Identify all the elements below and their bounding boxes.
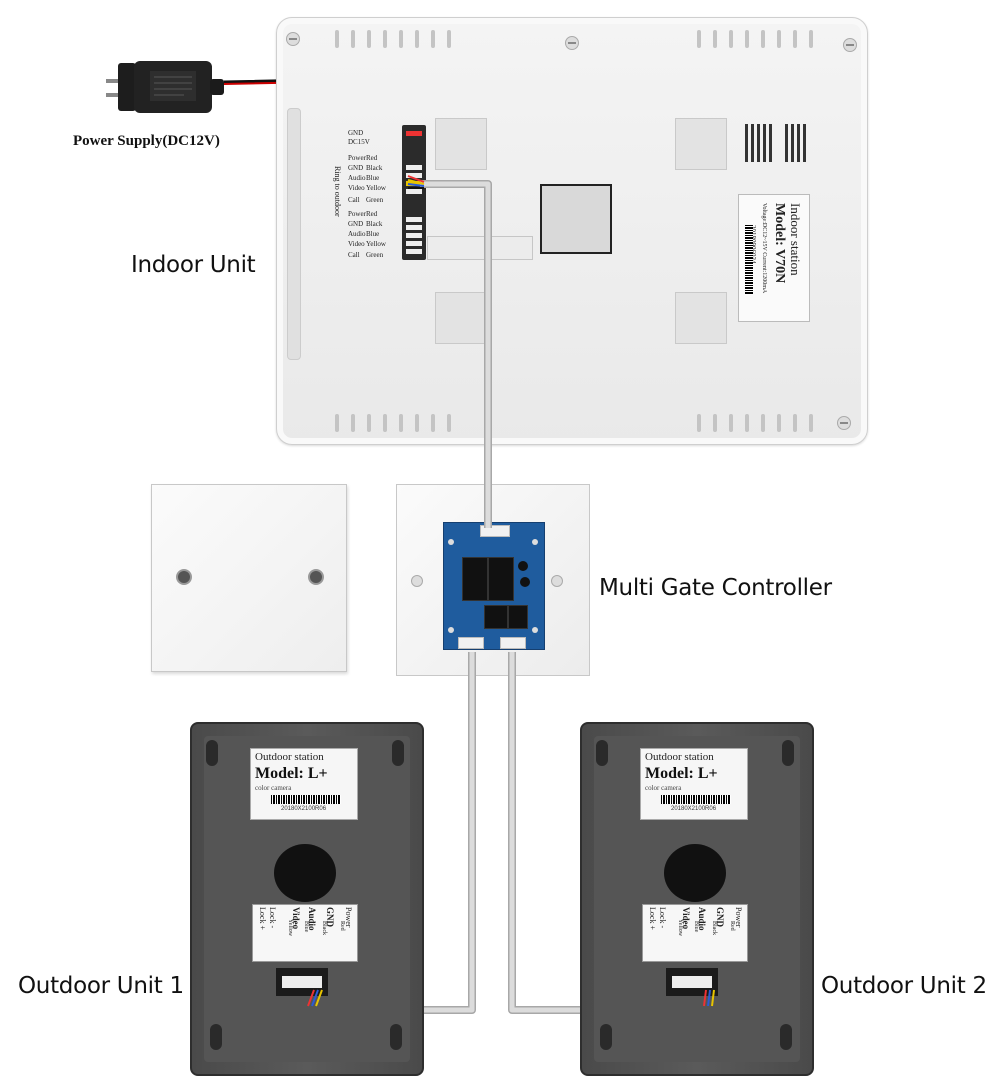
- screw-icon: [843, 38, 857, 52]
- terminal-color: Red: [366, 154, 378, 162]
- terminal-label: GND: [348, 164, 364, 172]
- outdoor-unit-1-label: Outdoor Unit 1: [18, 973, 184, 999]
- terminal-color: Black: [366, 220, 383, 228]
- outdoor-unit-2-label: Outdoor Unit 2: [821, 973, 987, 999]
- terminal-color: Black: [366, 164, 383, 172]
- terminal-label: Audio: [348, 174, 366, 182]
- outdoor-model: Model: L+: [255, 765, 328, 782]
- terminal-color: Green: [366, 196, 384, 204]
- terminal-color: Red: [366, 210, 378, 218]
- outdoor-connector: [276, 968, 328, 996]
- screw-icon: [565, 36, 579, 50]
- screw-icon: [286, 32, 300, 46]
- outdoor-model-sticker: Outdoor station Model: L+ color camera 2…: [640, 748, 748, 820]
- terminal-label: Audio: [348, 230, 366, 238]
- terminal-label: Video: [348, 240, 365, 248]
- outdoor-station-title: Outdoor station: [255, 751, 324, 763]
- terminal-label: GND: [348, 220, 364, 228]
- terminal-label: Power: [348, 210, 366, 218]
- terminal-label: DC15V: [348, 138, 370, 146]
- outdoor-model-sub: color camera: [645, 784, 682, 792]
- camera-recess: [664, 844, 726, 902]
- indoor-terminal-panel: GND DC15V Ring to outdoor Power Red GND …: [330, 126, 402, 262]
- outdoor-model-sub: color camera: [255, 784, 292, 792]
- outdoor-model-sticker: Outdoor station Model: L+ color camera 2…: [250, 748, 358, 820]
- outdoor-unit-2: Outdoor station Model: L+ color camera 2…: [580, 722, 814, 1076]
- outdoor-model: Model: L+: [645, 765, 718, 782]
- terminal-color: Yellow: [366, 184, 386, 192]
- screw-icon: [837, 416, 851, 430]
- indoor-unit-label: Indoor Unit: [131, 252, 256, 278]
- terminal-label: Video: [348, 184, 365, 192]
- mounting-recess: [540, 184, 612, 254]
- camera-recess: [274, 844, 336, 902]
- outdoor-unit-1: Outdoor station Model: L+ color camera 2…: [190, 722, 424, 1076]
- power-supply-label: Power Supply(DC12V): [73, 133, 220, 149]
- terminal-color: Blue: [366, 174, 380, 182]
- outdoor-serial: 20180X2100R06: [671, 806, 717, 812]
- terminal-label: Call: [348, 196, 360, 204]
- terminal-color: Yellow: [366, 240, 386, 248]
- cover-plate: [151, 484, 347, 672]
- outdoor-serial: 20180X2100R06: [281, 806, 327, 812]
- terminal-color: Green: [366, 251, 384, 259]
- power-adapter: [104, 55, 226, 117]
- terminal-color: Blue: [366, 230, 380, 238]
- outdoor-station-title: Outdoor station: [645, 751, 714, 763]
- multi-gate-controller-label: Multi Gate Controller: [599, 575, 832, 601]
- indoor-terminal-block: [402, 125, 426, 260]
- screw-icon: [308, 569, 324, 585]
- screw-icon: [176, 569, 192, 585]
- terminal-label: Power: [348, 154, 366, 162]
- controller-pcb: [443, 522, 545, 650]
- outdoor-terminal-labels: Lock + Lock - Yellow Video Blue Audio Bl…: [252, 904, 358, 962]
- outdoor-terminal-labels: Lock + Lock - Yellow Video Blue Audio Bl…: [642, 904, 748, 962]
- terminal-label: GND: [348, 129, 364, 137]
- indoor-model-sticker: Indoor station Model: V70N Voltage:DC12~…: [738, 194, 810, 322]
- terminal-label: Call: [348, 251, 360, 259]
